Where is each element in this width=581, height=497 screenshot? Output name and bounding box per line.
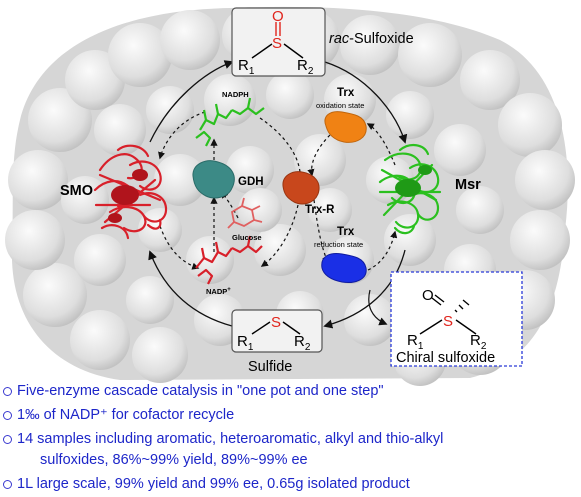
arrow-trxox-to-trxr <box>307 134 331 177</box>
sulfide-s-atom: S <box>271 314 281 331</box>
nadp-label: NADP+ <box>206 287 231 296</box>
gdh-label: GDH <box>238 176 264 188</box>
trx-ox-label: Trx <box>337 87 355 99</box>
bullet-item-cofactor: 1‰ of NADP⁺ for cofactor recycle <box>0 406 581 428</box>
arrow-smo-to-nadp <box>159 225 200 270</box>
cofactor-cycle <box>158 111 398 271</box>
nadph-label: NADPH <box>222 90 249 99</box>
rac-o-atom: O <box>272 8 284 25</box>
rac-sulfoxide-molecule: O S R1 R2 <box>231 7 326 77</box>
arrow-trxr-to-nadp <box>260 204 299 267</box>
bullet-text: Five-enzyme cascade catalysis in "one po… <box>17 383 384 399</box>
bullet-marker <box>3 435 12 444</box>
arrow-to-chiral-box <box>368 289 388 326</box>
bullet-marker <box>3 387 12 396</box>
chiral-o-atom: O <box>422 287 434 304</box>
chiral-s-atom: S <box>443 313 453 330</box>
chiral-sulfoxide-label: Chiral sulfoxide <box>396 350 495 366</box>
sulfide-label: Sulfide <box>248 359 292 375</box>
sulfide-r2: R2 <box>294 333 311 353</box>
arrow-msr-to-trxox <box>366 123 396 166</box>
nadp-molecule <box>195 235 263 285</box>
arrow-rac-to-msr <box>324 61 408 144</box>
bullet-marker <box>3 411 12 420</box>
rac-s-atom: S <box>272 35 282 52</box>
nadph-molecule <box>195 97 265 147</box>
sulfide-molecule: S R1 R2 <box>231 309 323 353</box>
chiral-r2: R2 <box>470 332 487 352</box>
smo-label: SMO <box>60 183 93 199</box>
bullet-item-cascade: Five-enzyme cascade catalysis in "one po… <box>0 382 581 404</box>
trx-red-state-label: reduction state <box>314 240 363 249</box>
arrow-nadph-to-smo <box>158 111 206 160</box>
bullet-marker <box>3 480 12 489</box>
arrow-nadph-to-trxr <box>259 117 301 173</box>
chiral-r1: R1 <box>407 332 424 352</box>
bullet-item-scale: 1L large scale, 99% yield and 99% ee, 0.… <box>0 475 581 497</box>
arrow-sulfide-to-smo <box>148 250 233 327</box>
bullet-text-continued: sulfoxides, 86%~99% yield, 89%~99% ee <box>40 452 308 468</box>
rac-r2: R2 <box>297 57 314 77</box>
arrow-trxred-to-msr <box>367 230 398 271</box>
trx-ox-state-label: oxidation state <box>316 101 364 110</box>
msr-label: Msr <box>455 177 481 193</box>
bullet-text: 14 samples including aromatic, heteroaro… <box>17 431 444 447</box>
rac-r1: R1 <box>238 57 255 77</box>
trx-r-enzyme-shape <box>282 171 320 205</box>
gdh-enzyme-shape <box>192 160 235 199</box>
trx-ox-enzyme-shape <box>324 111 367 143</box>
bullet-text: 1‰ of NADP⁺ for cofactor recycle <box>17 407 235 423</box>
glucose-label: Glucose <box>232 233 262 242</box>
glucose-molecule <box>227 197 263 229</box>
bullet-text: 1L large scale, 99% yield and 99% ee, 0.… <box>17 476 410 492</box>
arrow-msr-to-sulfide <box>323 249 406 329</box>
sulfide-r1: R1 <box>237 333 254 353</box>
trx-red-label: Trx <box>337 226 355 238</box>
bullet-item-samples: 14 samples including aromatic, heteroaro… <box>0 430 581 474</box>
arrow-smo-to-rac <box>149 60 234 143</box>
rac-sulfoxide-label: rac-Sulfoxide <box>329 31 414 47</box>
main-cycle <box>148 60 408 329</box>
chiral-sulfoxide-molecule: O S R1 R2 Chiral sulfoxide <box>390 271 523 367</box>
trx-red-enzyme-shape <box>321 253 367 283</box>
trx-r-label: Trx-R <box>305 204 335 216</box>
arrow-trxr-to-trxred <box>313 199 329 264</box>
